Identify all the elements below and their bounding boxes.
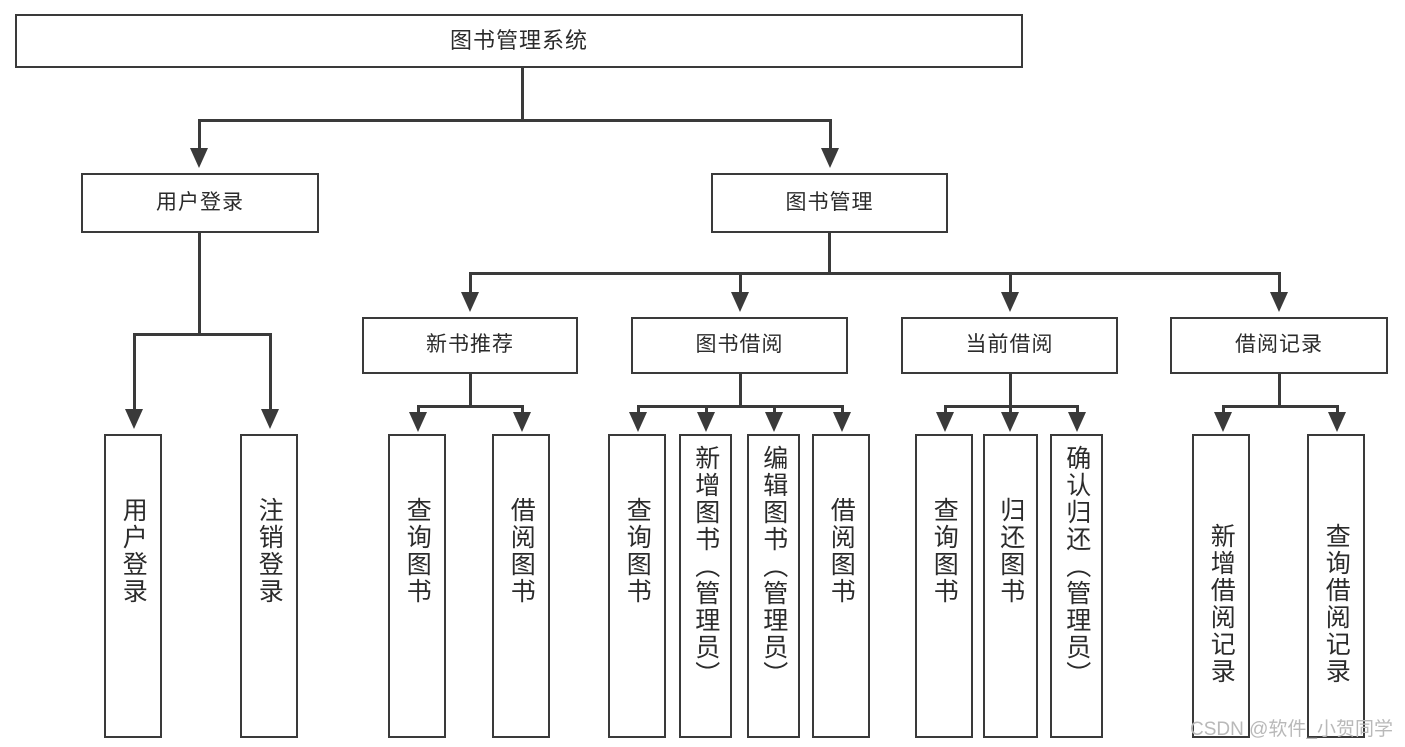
node-current-borrow[interactable]: 当前借阅 xyxy=(901,317,1118,374)
node-label: 用户登录 xyxy=(119,497,148,605)
node-book-manage[interactable]: 图书管理 xyxy=(711,173,948,233)
connector-root-to-book-manage xyxy=(829,119,832,151)
arrow-book-manage-to-book-borrow xyxy=(731,292,749,312)
node-label: 新增图书（管理员） xyxy=(691,445,720,688)
connector-book-manage-drop-4 xyxy=(1278,272,1281,294)
connector-book-borrow-drop-4 xyxy=(841,405,844,414)
connector-book-manage-drop-1 xyxy=(469,272,472,294)
connector-new-book-recommend-bus xyxy=(417,405,523,408)
node-label: 图书管理系统 xyxy=(449,28,588,54)
connector-root-trunk xyxy=(521,67,524,119)
node-label: 借阅记录 xyxy=(1235,333,1323,357)
node-leaf-add-book[interactable]: 新增图书（管理员） xyxy=(679,434,732,738)
node-label: 编辑图书（管理员） xyxy=(759,445,788,688)
connector-book-borrow-drop-1 xyxy=(637,405,640,414)
node-label: 查询借阅记录 xyxy=(1322,523,1351,685)
node-label: 查询图书 xyxy=(623,497,652,605)
connector-borrow-record-bus xyxy=(1222,405,1339,408)
node-label: 新增借阅记录 xyxy=(1207,523,1236,685)
node-leaf-add-record[interactable]: 新增借阅记录 xyxy=(1192,434,1250,738)
node-leaf-borrow-book-2[interactable]: 借阅图书 xyxy=(812,434,870,738)
connector-current-borrow-trunk xyxy=(1009,374,1012,405)
node-leaf-query-record[interactable]: 查询借阅记录 xyxy=(1307,434,1365,738)
connector-book-borrow-trunk xyxy=(739,374,742,405)
node-leaf-query-book-2[interactable]: 查询图书 xyxy=(608,434,666,738)
connector-book-manage-drop-3 xyxy=(1009,272,1012,294)
arrow-user-login-leaf-2 xyxy=(261,409,279,429)
connector-current-borrow-drop-3 xyxy=(1076,405,1079,414)
arrow-current-borrow-leaf-3 xyxy=(1068,412,1086,432)
arrow-book-borrow-leaf-3 xyxy=(765,412,783,432)
node-label: 当前借阅 xyxy=(965,333,1054,357)
node-label: 归还图书 xyxy=(996,497,1025,605)
connector-root-to-user-login xyxy=(198,119,201,151)
arrow-book-manage-to-current-borrow xyxy=(1001,292,1019,312)
connector-book-manage-bus xyxy=(469,272,1280,275)
connector-new-book-recommend-trunk xyxy=(469,374,472,405)
node-label: 查询图书 xyxy=(403,497,432,605)
node-leaf-confirm-return[interactable]: 确认归还（管理员） xyxy=(1050,434,1103,738)
arrow-new-book-recommend-leaf-1 xyxy=(409,412,427,432)
connector-user-login-drop-2 xyxy=(269,333,272,411)
node-leaf-query-book-3[interactable]: 查询图书 xyxy=(915,434,973,738)
node-label: 新书推荐 xyxy=(426,333,514,357)
connector-borrow-record-trunk xyxy=(1278,374,1281,405)
connector-user-login-drop-1 xyxy=(133,333,136,411)
node-leaf-query-book-1[interactable]: 查询图书 xyxy=(388,434,446,738)
connector-user-login-bus xyxy=(133,333,271,336)
connector-book-borrow-bus xyxy=(637,405,843,408)
node-label: 注销登录 xyxy=(255,497,284,605)
node-new-book-recommend[interactable]: 新书推荐 xyxy=(362,317,578,374)
node-borrow-record[interactable]: 借阅记录 xyxy=(1170,317,1388,374)
connector-root-bus xyxy=(198,119,832,122)
connector-current-borrow-drop-1 xyxy=(944,405,947,414)
arrow-root-to-book-manage xyxy=(821,148,839,168)
node-leaf-borrow-book-1[interactable]: 借阅图书 xyxy=(492,434,550,738)
connector-book-borrow-drop-2 xyxy=(705,405,708,414)
arrow-book-borrow-leaf-4 xyxy=(833,412,851,432)
arrow-borrow-record-leaf-2 xyxy=(1328,412,1346,432)
node-label: 借阅图书 xyxy=(827,497,856,605)
connector-new-book-recommend-drop-1 xyxy=(417,405,420,414)
arrow-new-book-recommend-leaf-2 xyxy=(513,412,531,432)
node-leaf-edit-book[interactable]: 编辑图书（管理员） xyxy=(747,434,800,738)
connector-user-login-trunk xyxy=(198,232,201,333)
arrow-current-borrow-leaf-1 xyxy=(936,412,954,432)
connector-borrow-record-drop-2 xyxy=(1336,405,1339,414)
connector-new-book-recommend-drop-2 xyxy=(521,405,524,414)
arrow-root-to-user-login xyxy=(190,148,208,168)
connector-book-borrow-drop-3 xyxy=(773,405,776,414)
node-label: 借阅图书 xyxy=(507,497,536,605)
node-root-book-management-system[interactable]: 图书管理系统 xyxy=(15,14,1023,68)
arrow-book-borrow-leaf-1 xyxy=(629,412,647,432)
connector-book-manage-trunk xyxy=(828,232,831,273)
node-leaf-return-book[interactable]: 归还图书 xyxy=(983,434,1038,738)
arrow-book-manage-to-borrow-record xyxy=(1270,292,1288,312)
node-user-login[interactable]: 用户登录 xyxy=(81,173,319,233)
arrow-borrow-record-leaf-1 xyxy=(1214,412,1232,432)
connector-current-borrow-drop-2 xyxy=(1009,405,1012,414)
node-leaf-user-logout[interactable]: 注销登录 xyxy=(240,434,298,738)
node-label: 图书管理 xyxy=(785,190,874,214)
node-book-borrow[interactable]: 图书借阅 xyxy=(631,317,848,374)
arrow-current-borrow-leaf-2 xyxy=(1001,412,1019,432)
arrow-user-login-leaf-1 xyxy=(125,409,143,429)
node-label: 用户登录 xyxy=(156,190,244,214)
connector-borrow-record-drop-1 xyxy=(1222,405,1225,414)
node-label: 确认归还（管理员） xyxy=(1062,445,1091,688)
connector-book-manage-drop-2 xyxy=(739,272,742,294)
node-label: 查询图书 xyxy=(930,497,959,605)
node-leaf-user-login[interactable]: 用户登录 xyxy=(104,434,162,738)
node-label: 图书借阅 xyxy=(695,333,784,357)
arrow-book-manage-to-new-book-recommend xyxy=(461,292,479,312)
arrow-book-borrow-leaf-2 xyxy=(697,412,715,432)
